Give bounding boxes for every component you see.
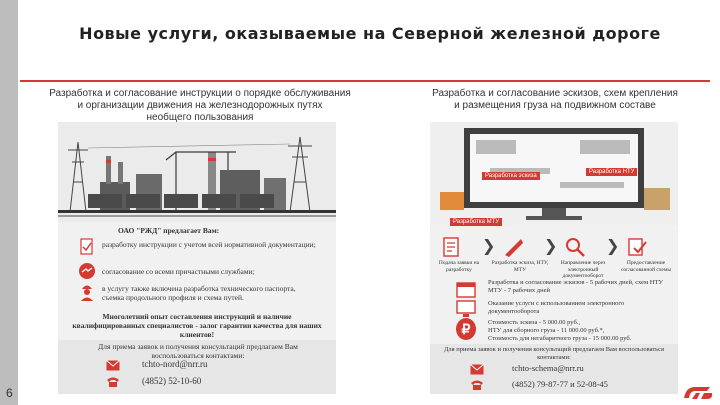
computer-monitor-illustration	[430, 122, 678, 226]
screen-label: Разработка эскиза	[482, 172, 540, 180]
step-label: Разработка эскиза, НТУ, МТУ	[491, 260, 549, 273]
approve-icon	[628, 238, 647, 256]
handshake-icon	[79, 263, 95, 279]
price-line: Стоимость эскиза - 5 000.00 руб.,	[488, 319, 581, 326]
price-line: Стоимость для негабаритного груза - 15 0…	[488, 335, 632, 342]
edo-text: Оказание услуги с использованием электро…	[488, 300, 625, 315]
caption-line: и размещения груза на подвижном составе	[454, 100, 656, 111]
contact-email[interactable]: tchto-schema@nrr.ru	[512, 363, 584, 373]
price-line: НТУ для сборного груза - 11 000.00 руб.*…	[488, 327, 605, 334]
caption-line: и организации движения на железнодорожны…	[77, 100, 323, 111]
screen-label: Разработка МТУ	[450, 218, 503, 226]
step-label: Подача заявки на разработку	[438, 260, 480, 273]
caption-line: Разработка и согласование эскизов, схем …	[432, 88, 678, 99]
caption-line: необщего пользования	[146, 112, 254, 123]
worker-icon	[81, 285, 93, 301]
monitor-icon	[456, 300, 476, 317]
calendar-icon	[456, 282, 476, 298]
chevron-right-icon: ❯	[606, 236, 620, 255]
service-item-text: разработку инструкции с учетом всей норм…	[102, 240, 316, 249]
contacts-label: Для приема заявок и получения консультац…	[98, 342, 298, 360]
step-label: Предоставление согласованной схемы	[620, 260, 672, 273]
magnifier-icon	[566, 238, 585, 257]
contact-block	[58, 340, 336, 394]
screen-label: Разработка НТУ	[586, 168, 638, 176]
poster-intro: ОАО "РЖД" предлагает Вам:	[118, 226, 220, 235]
railway-industrial-illustration	[58, 122, 336, 222]
slide-title: Новые услуги, оказываемые на Северной же…	[79, 24, 661, 43]
terms-text: Разработка и согласование эскизов - 5 ра…	[488, 279, 664, 294]
right-service-caption: Разработка и согласование эскизов, схем …	[405, 88, 705, 112]
form-icon	[443, 237, 459, 257]
experience-statement: Многолетний опыт составления инструкций …	[72, 312, 322, 339]
chevron-right-icon: ❯	[544, 236, 558, 255]
rzd-logo-icon	[684, 387, 713, 399]
left-service-caption: Разработка и согласование инструкции о п…	[40, 88, 360, 124]
left-sidebar-strip	[0, 0, 18, 405]
ruler-icon	[505, 239, 523, 257]
contact-phone: (4852) 52-10-60	[142, 376, 202, 386]
page-number: 6	[6, 386, 13, 400]
instruction-service-poster: ОАО "РЖД" предлагает Вам: разработку инс…	[58, 122, 336, 394]
email-icon	[470, 364, 484, 375]
service-item-text: в услугу также включена разработка техни…	[102, 284, 296, 302]
chevron-right-icon: ❯	[482, 236, 496, 255]
phone-icon	[107, 377, 119, 387]
document-check-icon	[80, 238, 93, 255]
contact-phone: (4852) 79-87-77 и 52-08-45	[512, 379, 608, 389]
caption-line: Разработка и согласование инструкции о п…	[49, 88, 351, 99]
contact-email[interactable]: tchto-nord@nrr.ru	[142, 359, 208, 369]
ruble-icon: ₽	[456, 318, 476, 340]
title-divider	[20, 80, 710, 82]
service-item-text: согласование со всеми причастными служба…	[102, 267, 255, 276]
cargo-scheme-service-poster: Разработка эскиза Разработка НТУ Разрабо…	[430, 122, 678, 394]
contacts-label: Для приема заявок и получения консультац…	[444, 346, 665, 361]
step-label: Направление через электронный документоо…	[560, 260, 606, 279]
phone-icon	[471, 380, 483, 390]
email-icon	[106, 360, 120, 371]
